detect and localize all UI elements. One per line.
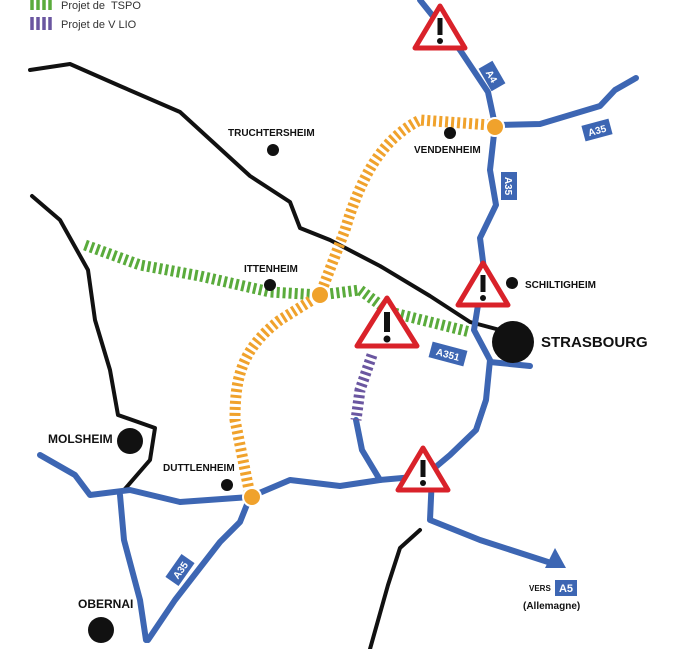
warning-icon — [455, 260, 511, 308]
city-truchtersheim: TRUCHTERSHEIM — [228, 128, 315, 139]
city-molsheim: MOLSHEIM — [48, 432, 113, 446]
city-schiltigheim: SCHILTIGHEIM — [525, 280, 596, 291]
vlio-legend-swatch — [30, 17, 52, 30]
city-dot — [88, 617, 114, 643]
city-dot — [492, 321, 534, 363]
secondary-road — [30, 194, 157, 492]
road-signs: A4 A35 A35 A351 A35 A5 — [165, 60, 613, 596]
sign-a35-east: A35 — [587, 124, 608, 139]
city-dot — [264, 279, 276, 291]
highway-a35-east — [492, 75, 639, 128]
vlio-route — [350, 353, 378, 421]
orange-route — [229, 114, 491, 497]
city-dot — [444, 127, 456, 139]
city-dot — [221, 479, 233, 491]
legend-vlio: Projet de V LIO — [61, 19, 137, 31]
road-vlio — [353, 417, 383, 483]
warning-icon — [395, 445, 451, 493]
sign-a5: A5 — [559, 583, 573, 595]
city-obernai: OBERNAI — [78, 597, 133, 611]
highway-ring — [422, 302, 493, 479]
city-dot — [506, 277, 518, 289]
city-dot — [117, 428, 143, 454]
road-east — [487, 359, 533, 369]
warning-icon — [412, 3, 468, 51]
legend-tspo: Projet de TSPO — [61, 0, 141, 12]
destination-arrow-icon — [545, 548, 566, 568]
sign-a35-north: A35 — [502, 177, 513, 196]
highway-a35-south — [427, 473, 551, 565]
secondary-road — [368, 528, 422, 649]
interchange-dot — [310, 285, 330, 305]
road-obernai — [117, 492, 149, 643]
warning-icon — [354, 295, 420, 349]
interchange-dot — [485, 117, 505, 137]
city-strasbourg: STRASBOURG — [541, 334, 648, 351]
legend: Projet de TSPO Projet de V LIO — [30, 0, 141, 31]
road-bottom — [37, 452, 428, 505]
city-vendenheim: VENDENHEIM — [414, 145, 481, 156]
destination-prefix: VERS — [529, 584, 551, 593]
interchange-dot — [242, 487, 262, 507]
tspo-legend-swatch — [30, 0, 52, 10]
destination-country: (Allemagne) — [523, 601, 580, 612]
city-duttlenheim: DUTTLENHEIM — [163, 463, 235, 474]
highway-a35-southwest — [145, 494, 253, 643]
city-ittenheim: ITTENHEIM — [244, 264, 298, 275]
city-dot — [267, 144, 279, 156]
warning-icons — [354, 3, 511, 493]
secondary-road — [28, 62, 502, 332]
